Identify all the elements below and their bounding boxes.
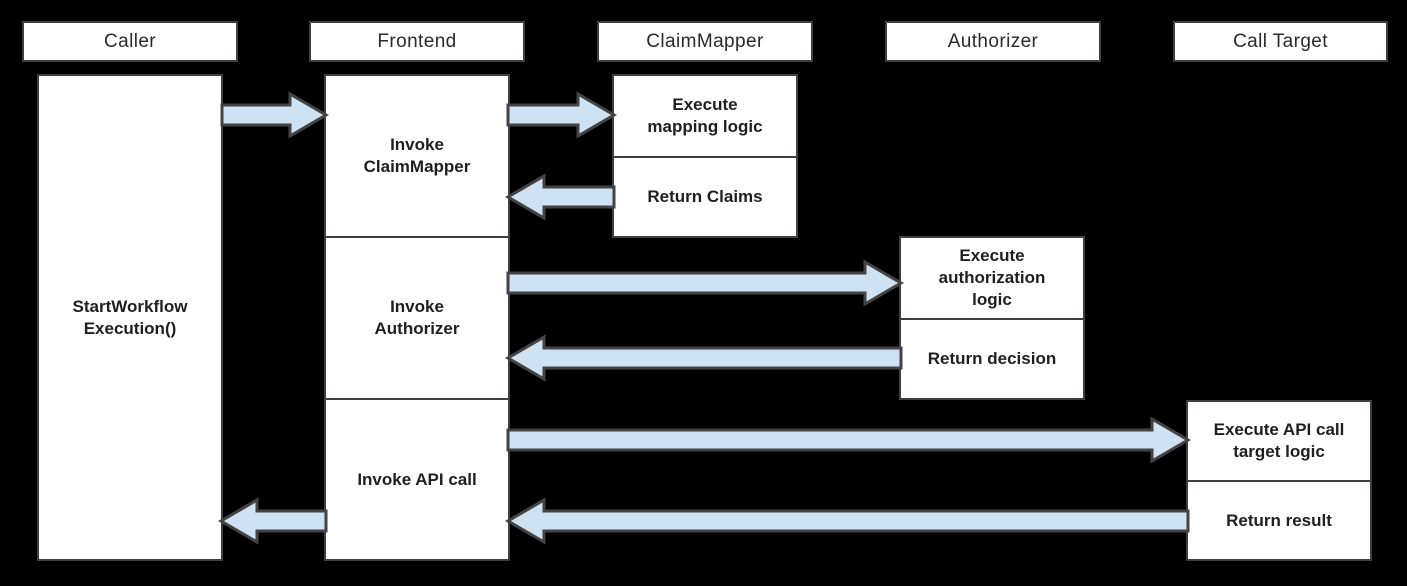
step-label: StartWorkflow Execution() bbox=[72, 296, 188, 338]
arrow-claimmapper-to-frontend-icon bbox=[505, 173, 616, 221]
actor-header-authorizer: Authorizer bbox=[885, 21, 1101, 62]
activation-caller-startworkflowexecution: StartWorkflow Execution() bbox=[37, 74, 223, 561]
arrow-call-target-to-frontend-icon bbox=[505, 497, 1190, 545]
actor-label: Caller bbox=[103, 30, 157, 52]
step-label: Return Claims bbox=[647, 187, 763, 207]
arrow-frontend-to-caller-icon bbox=[218, 497, 328, 545]
step-frontend-invoke-authorizer: Invoke Authorizer bbox=[324, 236, 510, 400]
actor-header-caller: Caller bbox=[22, 21, 238, 62]
step-authorizer-execute-authorization-logic: Execute authorization logic bbox=[899, 236, 1085, 320]
step-frontend-invoke-claimmapper: Invoke ClaimMapper bbox=[324, 74, 510, 238]
actor-label: Authorizer bbox=[947, 30, 1039, 52]
step-label: Execute mapping logic bbox=[647, 95, 763, 136]
actor-header-claimmapper: ClaimMapper bbox=[597, 21, 813, 62]
step-claimmapper-return-claims: Return Claims bbox=[612, 156, 798, 238]
step-claimmapper-execute-mapping-logic: Execute mapping logic bbox=[612, 74, 798, 158]
arrow-frontend-to-call-target-icon bbox=[506, 416, 1191, 464]
step-label: Invoke Authorizer bbox=[374, 297, 460, 338]
step-label: Invoke ClaimMapper bbox=[363, 135, 471, 176]
step-authorizer-return-decision: Return decision bbox=[899, 318, 1085, 400]
step-call-target-return-result: Return result bbox=[1186, 480, 1372, 561]
step-label: Return result bbox=[1226, 510, 1332, 530]
step-label: Invoke API call bbox=[357, 469, 477, 489]
actor-label: ClaimMapper bbox=[646, 30, 764, 52]
step-label: Execute API call target logic bbox=[1213, 420, 1345, 461]
arrow-frontend-to-authorizer-icon bbox=[506, 259, 904, 307]
actor-header-frontend: Frontend bbox=[309, 21, 525, 62]
arrow-caller-to-frontend-icon bbox=[220, 91, 329, 139]
step-label: Return decision bbox=[927, 349, 1057, 369]
actor-header-call-target: Call Target bbox=[1173, 21, 1388, 62]
arrow-frontend-to-claimmapper-icon bbox=[506, 91, 617, 139]
actor-label: Frontend bbox=[377, 30, 457, 52]
step-frontend-invoke-api-call: Invoke API call bbox=[324, 398, 510, 561]
step-call-target-execute-api-call-target-logic: Execute API call target logic bbox=[1186, 400, 1372, 482]
arrow-authorizer-to-frontend-icon bbox=[505, 334, 903, 382]
step-label: Execute authorization logic bbox=[938, 246, 1046, 309]
actor-label: Call Target bbox=[1233, 30, 1328, 52]
